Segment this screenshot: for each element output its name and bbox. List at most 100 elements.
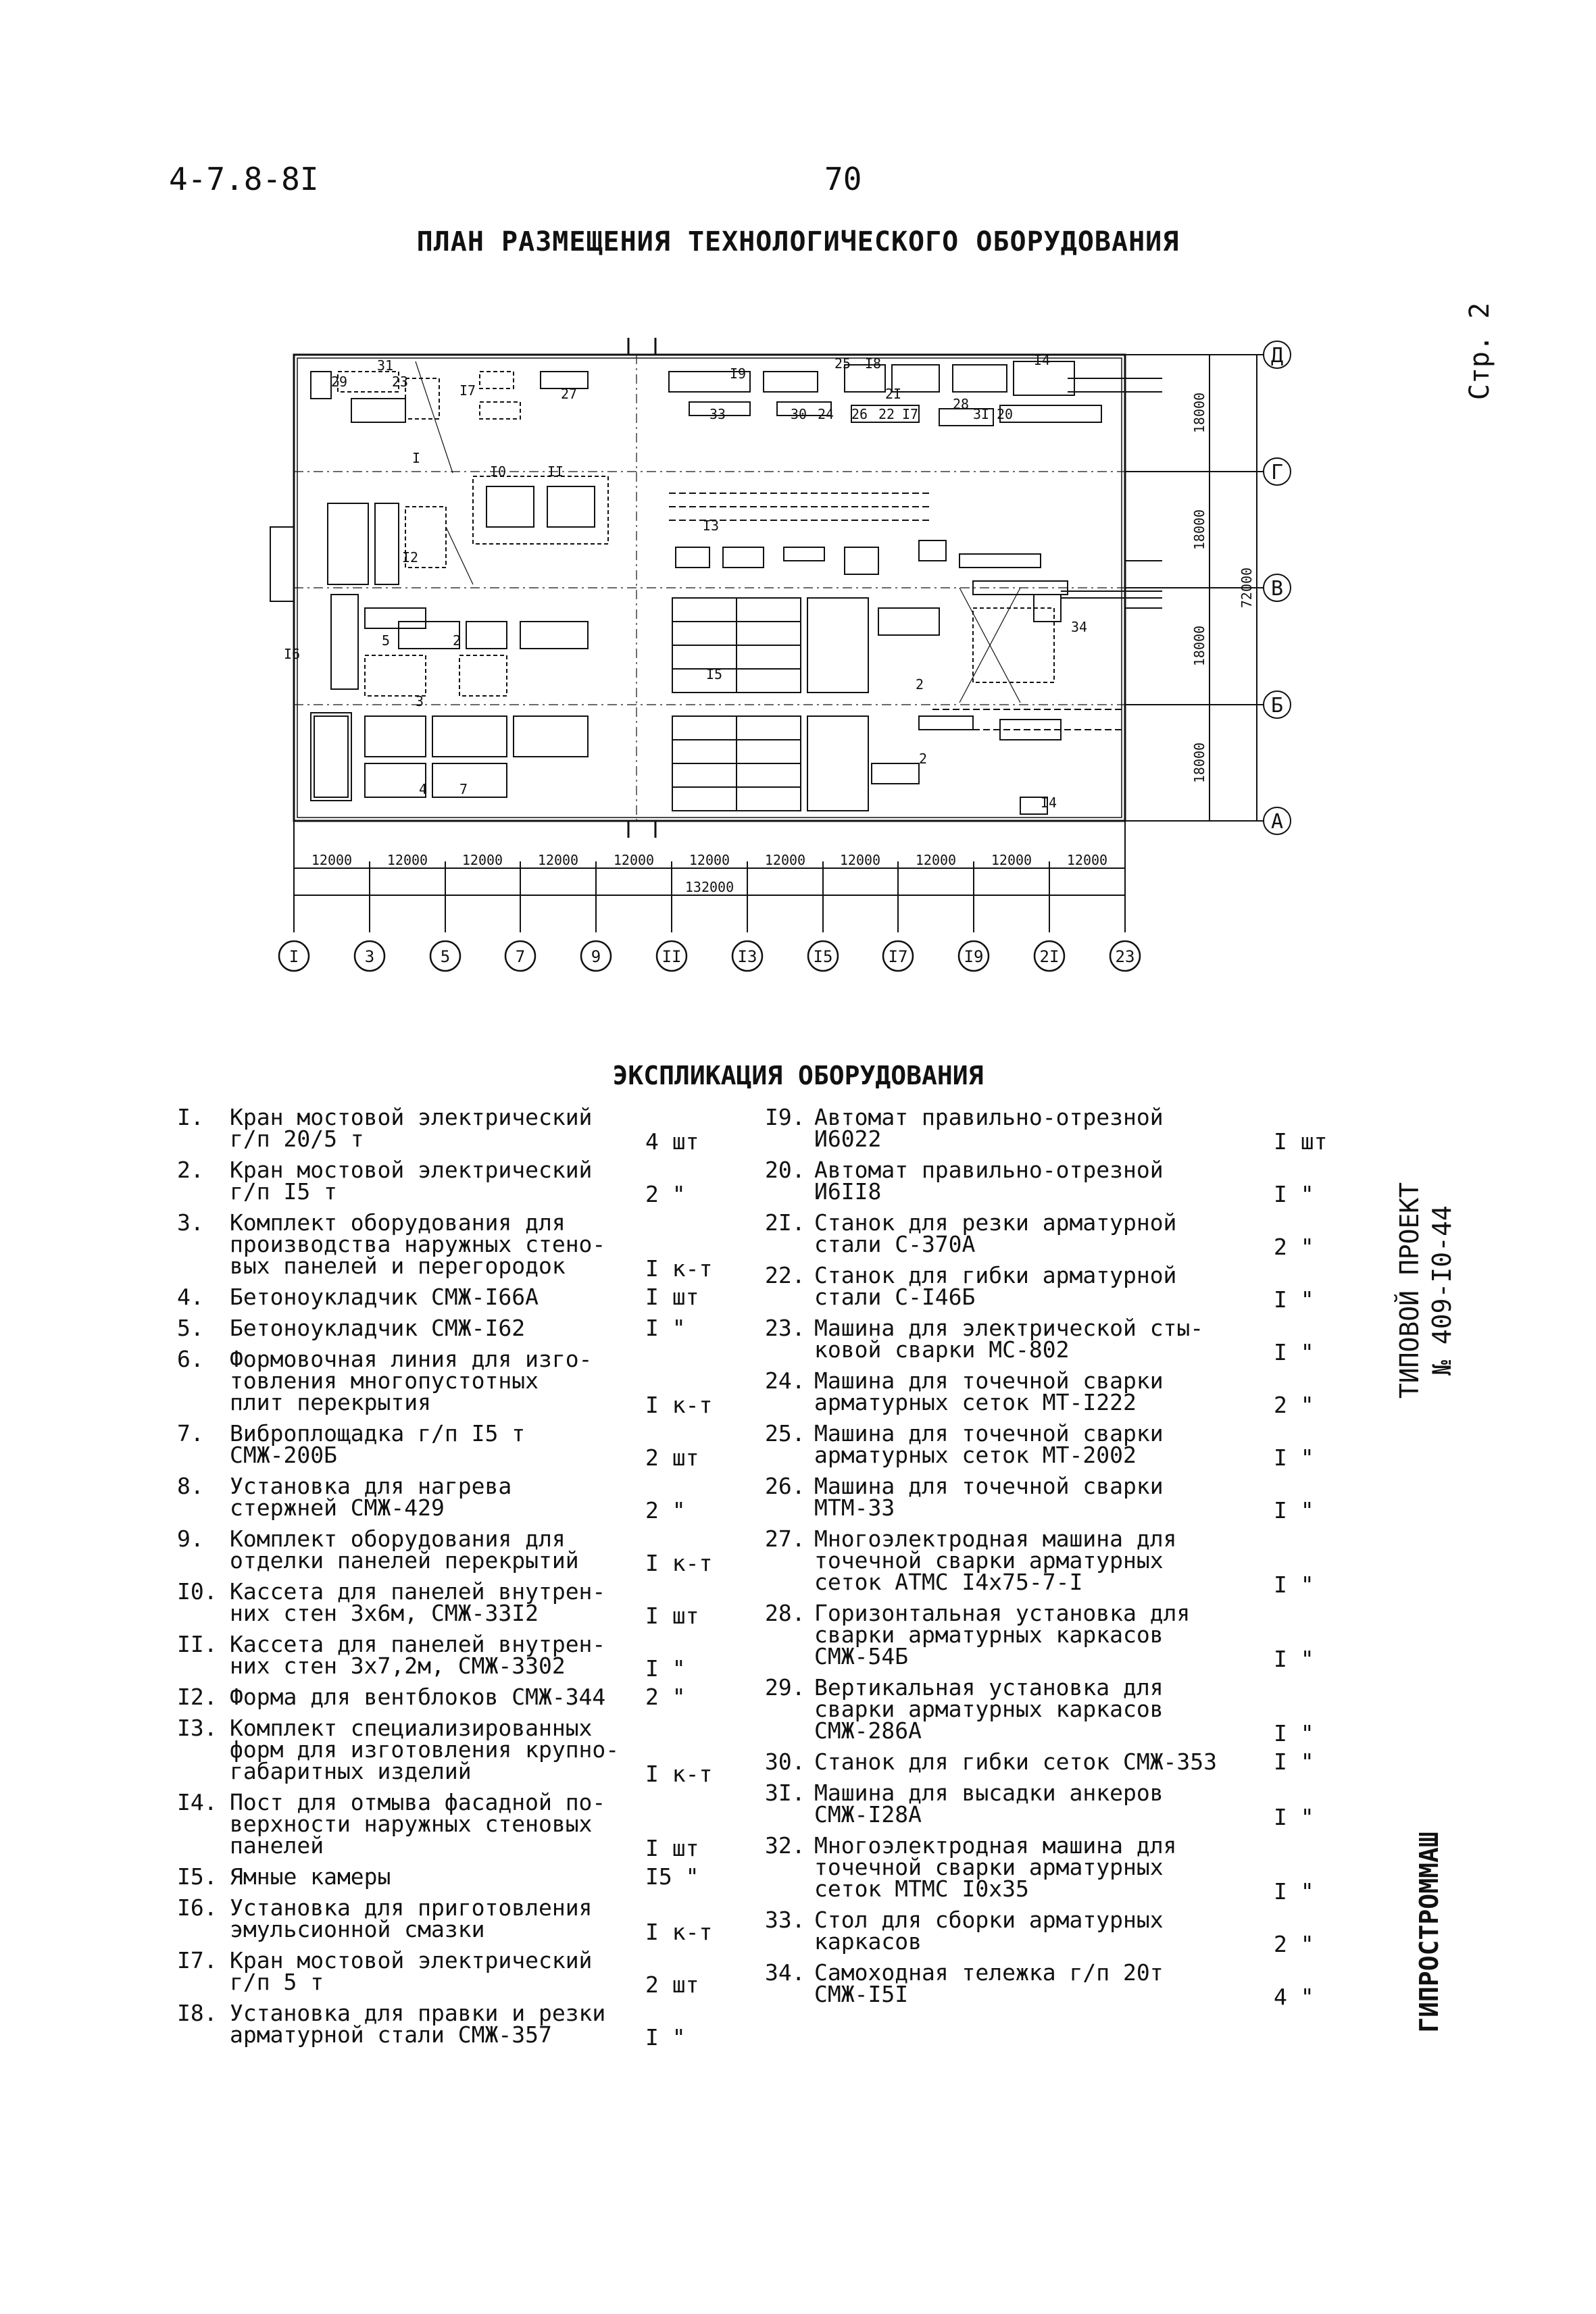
explication-item-text: Ямные камеры <box>230 1863 391 1890</box>
row-axis-label: Б <box>1271 694 1283 718</box>
row-dimension: 18000 <box>1191 626 1207 666</box>
svg-text:7: 7 <box>459 781 468 797</box>
explication-item-text: Кран мостовой электрический <box>230 1157 593 1183</box>
explication-item-text: них стен 3х7,2м, СМЖ-3302 <box>230 1653 566 1679</box>
explication-item-text: г/п 20/5 т <box>230 1126 364 1152</box>
explication-item-text: Установка для правки и резки <box>230 2000 606 2026</box>
explication-item-text: форм для изготовления крупно- <box>230 1736 620 1763</box>
svg-text:30: 30 <box>791 406 807 422</box>
svg-text:I2: I2 <box>402 549 418 565</box>
row-axis-label: Г <box>1271 461 1283 484</box>
explication-item-number: I0. <box>177 1578 218 1605</box>
explication-item-text: панелей <box>230 1832 324 1859</box>
explication-item-text: Машина для высадки анкеров <box>814 1780 1164 1806</box>
explication-item-quantity: 2 " <box>1274 1392 1314 1418</box>
bay-dimension: 12000 <box>1067 852 1107 868</box>
explication-item-quantity: I " <box>1274 1339 1314 1365</box>
explication-item-quantity: I к-т <box>645 1550 713 1576</box>
bay-dimension: 12000 <box>840 852 880 868</box>
project-line-2: № 409-I0-44 <box>1427 1205 1457 1376</box>
bay-dimension: 12000 <box>387 852 428 868</box>
bay-dimension: 12000 <box>311 852 352 868</box>
explication-item-number: 22. <box>765 1262 805 1288</box>
explication-item-text: СМЖ-I5I <box>814 1981 909 2007</box>
explication-item-quantity: I к-т <box>645 1392 713 1418</box>
explication-item-number: 20. <box>765 1157 805 1183</box>
explication-item-number: 7. <box>177 1420 204 1447</box>
svg-text:2: 2 <box>453 632 461 649</box>
explication-item-text: Установка для приготовления <box>230 1894 593 1921</box>
svg-text:I7: I7 <box>459 382 476 399</box>
row-dimension: 18000 <box>1191 393 1207 433</box>
project-line-1: ТИПОВОЙ ПРОЕКТ <box>1395 1182 1424 1399</box>
column-axis-label: I5 <box>814 947 833 966</box>
explication-item-number: 28. <box>765 1600 805 1626</box>
explication-item-text: МТМ-33 <box>814 1494 895 1521</box>
explication-item-quantity: I " <box>1274 1286 1314 1313</box>
explication-item-text: сварки арматурных каркасов <box>814 1696 1164 1722</box>
explication-item-text: СМЖ-54Б <box>814 1643 909 1669</box>
bay-dimension: 12000 <box>765 852 805 868</box>
svg-text:I3: I3 <box>703 518 719 534</box>
explication-item-text: ковой сварки МС-802 <box>814 1336 1070 1363</box>
svg-text:I5: I5 <box>706 666 722 682</box>
bay-dimension: 12000 <box>614 852 654 868</box>
explication-item-text: Автомат правильно-отрезной <box>814 1104 1164 1130</box>
explication-item-text: габаритных изделий <box>230 1758 472 1784</box>
explication-item-text: точечной сварки арматурных <box>814 1854 1164 1880</box>
svg-text:I0: I0 <box>490 463 506 480</box>
svg-text:25: 25 <box>834 355 851 372</box>
explication-item-quantity: I " <box>1274 1646 1314 1672</box>
sheet-label: Стр. 2 <box>1464 302 1495 401</box>
explication-item-number: I. <box>177 1104 204 1130</box>
bay-dimension: 12000 <box>916 852 956 868</box>
bay-dimension: 12000 <box>462 852 503 868</box>
explication-item-quantity: I " <box>645 1655 686 1682</box>
explication-item-text: Машина для точечной сварки <box>814 1473 1164 1499</box>
explication-item-number: I6. <box>177 1894 218 1921</box>
explication-item-text: вых панелей и перегородок <box>230 1253 566 1279</box>
svg-text:I9: I9 <box>730 366 746 382</box>
explication-item-quantity: I " <box>645 2024 686 2051</box>
explication-item-text: товления многопустотных <box>230 1367 539 1394</box>
explication-item-text: СМЖ-286А <box>814 1717 922 1744</box>
explication-item-text: Горизонтальная установка для <box>814 1600 1191 1626</box>
explication-item-text: арматурной стали СМЖ-357 <box>230 2021 552 2048</box>
explication-item-quantity: 4 " <box>1274 1984 1314 2010</box>
explication-item-text: Бетоноукладчик СМЖ-I62 <box>230 1315 526 1341</box>
explication-item-text: верхности наружных стеновых <box>230 1811 593 1837</box>
svg-text:26: 26 <box>851 406 868 422</box>
organization-stamp: ГИПРОСТРОММАШ <box>1414 1832 1444 2033</box>
explication-item-text: отделки панелей перекрытий <box>230 1547 579 1574</box>
explication-item-text: Станок для гибки арматурной <box>814 1262 1177 1288</box>
explication-item-number: 23. <box>765 1315 805 1341</box>
bay-dimension: 12000 <box>991 852 1032 868</box>
svg-text:33: 33 <box>709 406 726 422</box>
explication-item-text: стержней СМЖ-429 <box>230 1494 445 1521</box>
explication-item-number: 5. <box>177 1315 204 1341</box>
explication-item-text: СМЖ-200Б <box>230 1442 337 1468</box>
column-axis-label: I7 <box>889 947 908 966</box>
column-axis-label: I3 <box>738 947 757 966</box>
explication-item-text: И6022 <box>814 1126 882 1152</box>
document-code: 4-7.8-8I <box>169 161 319 197</box>
svg-text:2: 2 <box>916 676 924 693</box>
explication-item-text: Виброплощадка г/п I5 т <box>230 1420 526 1447</box>
explication-item-number: I5. <box>177 1863 218 1890</box>
explication-item-text: Вертикальная установка для <box>814 1674 1164 1701</box>
svg-text:20: 20 <box>997 406 1013 422</box>
explication-item-number: 3I. <box>765 1780 805 1806</box>
explication-item-text: плит перекрытия <box>230 1389 432 1415</box>
explication-item-quantity: I к-т <box>645 1919 713 1945</box>
explication-item-text: сеток АТМС I4х75-7-I <box>814 1569 1083 1595</box>
explication-item-number: 3. <box>177 1209 204 1236</box>
explication-item-quantity: 2 " <box>645 1684 686 1710</box>
svg-text:31: 31 <box>377 357 393 374</box>
svg-text:I: I <box>412 450 420 466</box>
grid-lines <box>294 355 1125 821</box>
explication-item-number: 33. <box>765 1907 805 1933</box>
column-axis-label: I9 <box>964 947 984 966</box>
explication-item-text: Кран мостовой электрический <box>230 1947 593 1973</box>
svg-text:3I: 3I <box>973 406 989 422</box>
